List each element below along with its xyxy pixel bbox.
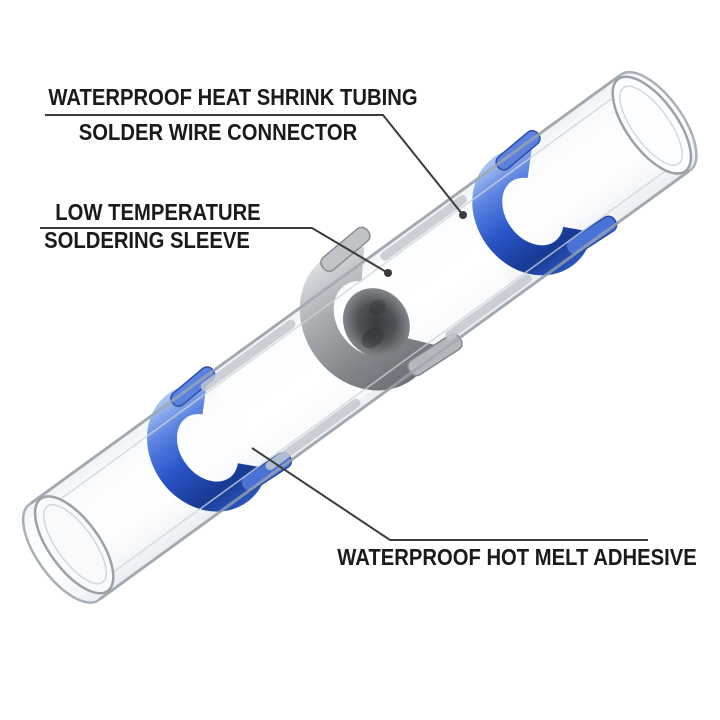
label-hot-melt-adhesive: WATERPROOF HOT MELT ADHESIVE — [337, 544, 697, 570]
connector-tube-group — [21, 70, 698, 604]
label-soldering-sleeve-line1: LOW TEMPERATURE — [55, 199, 261, 225]
cutaway-strip — [380, 195, 467, 261]
solder-core — [342, 288, 410, 358]
leader-hot-melt-adhesive — [251, 447, 648, 541]
leader-soldering-sleeve — [40, 227, 389, 274]
tube-inner-wall-lower — [109, 170, 665, 575]
cutaway-strip — [265, 398, 361, 471]
tube-edges — [29, 74, 690, 601]
tube-opening-right-inner — [619, 85, 683, 166]
label-heat-shrink-tubing-line2: SOLDER WIRE CONNECTOR — [78, 119, 358, 145]
tube-inner-wall-upper — [56, 98, 613, 502]
cutaway-strip — [445, 274, 532, 340]
leader-heat-shrink-tubing — [45, 114, 464, 216]
leader-dot-tubing — [459, 211, 467, 219]
leader-lines — [40, 114, 648, 541]
tube-opening-right-rim — [611, 75, 693, 175]
adhesive-ring-top-tab-lower — [565, 215, 618, 256]
tube-opening-right — [611, 75, 693, 175]
cutaway-strip — [200, 319, 296, 392]
solder-sleeve-tab-upper — [320, 226, 371, 272]
solder-core-mottle-2 — [369, 299, 386, 315]
solder-core-mottle-1 — [361, 327, 384, 349]
label-heat-shrink-tubing-line1: WATERPROOF HEAT SHRINK TUBING — [48, 84, 418, 110]
tube-opening-left-rim — [33, 495, 115, 595]
leader-dot-sleeve — [384, 269, 392, 277]
tube-cutaway-strips — [200, 195, 532, 471]
tube-edge-upper — [29, 74, 621, 505]
tube-edge-lower — [99, 169, 690, 601]
tube-opening-left-inner — [43, 504, 107, 585]
tube-opening-left — [33, 495, 115, 595]
label-soldering-sleeve-line2: SOLDERING SLEEVE — [44, 227, 250, 253]
solder-sleeve-band — [299, 246, 436, 391]
